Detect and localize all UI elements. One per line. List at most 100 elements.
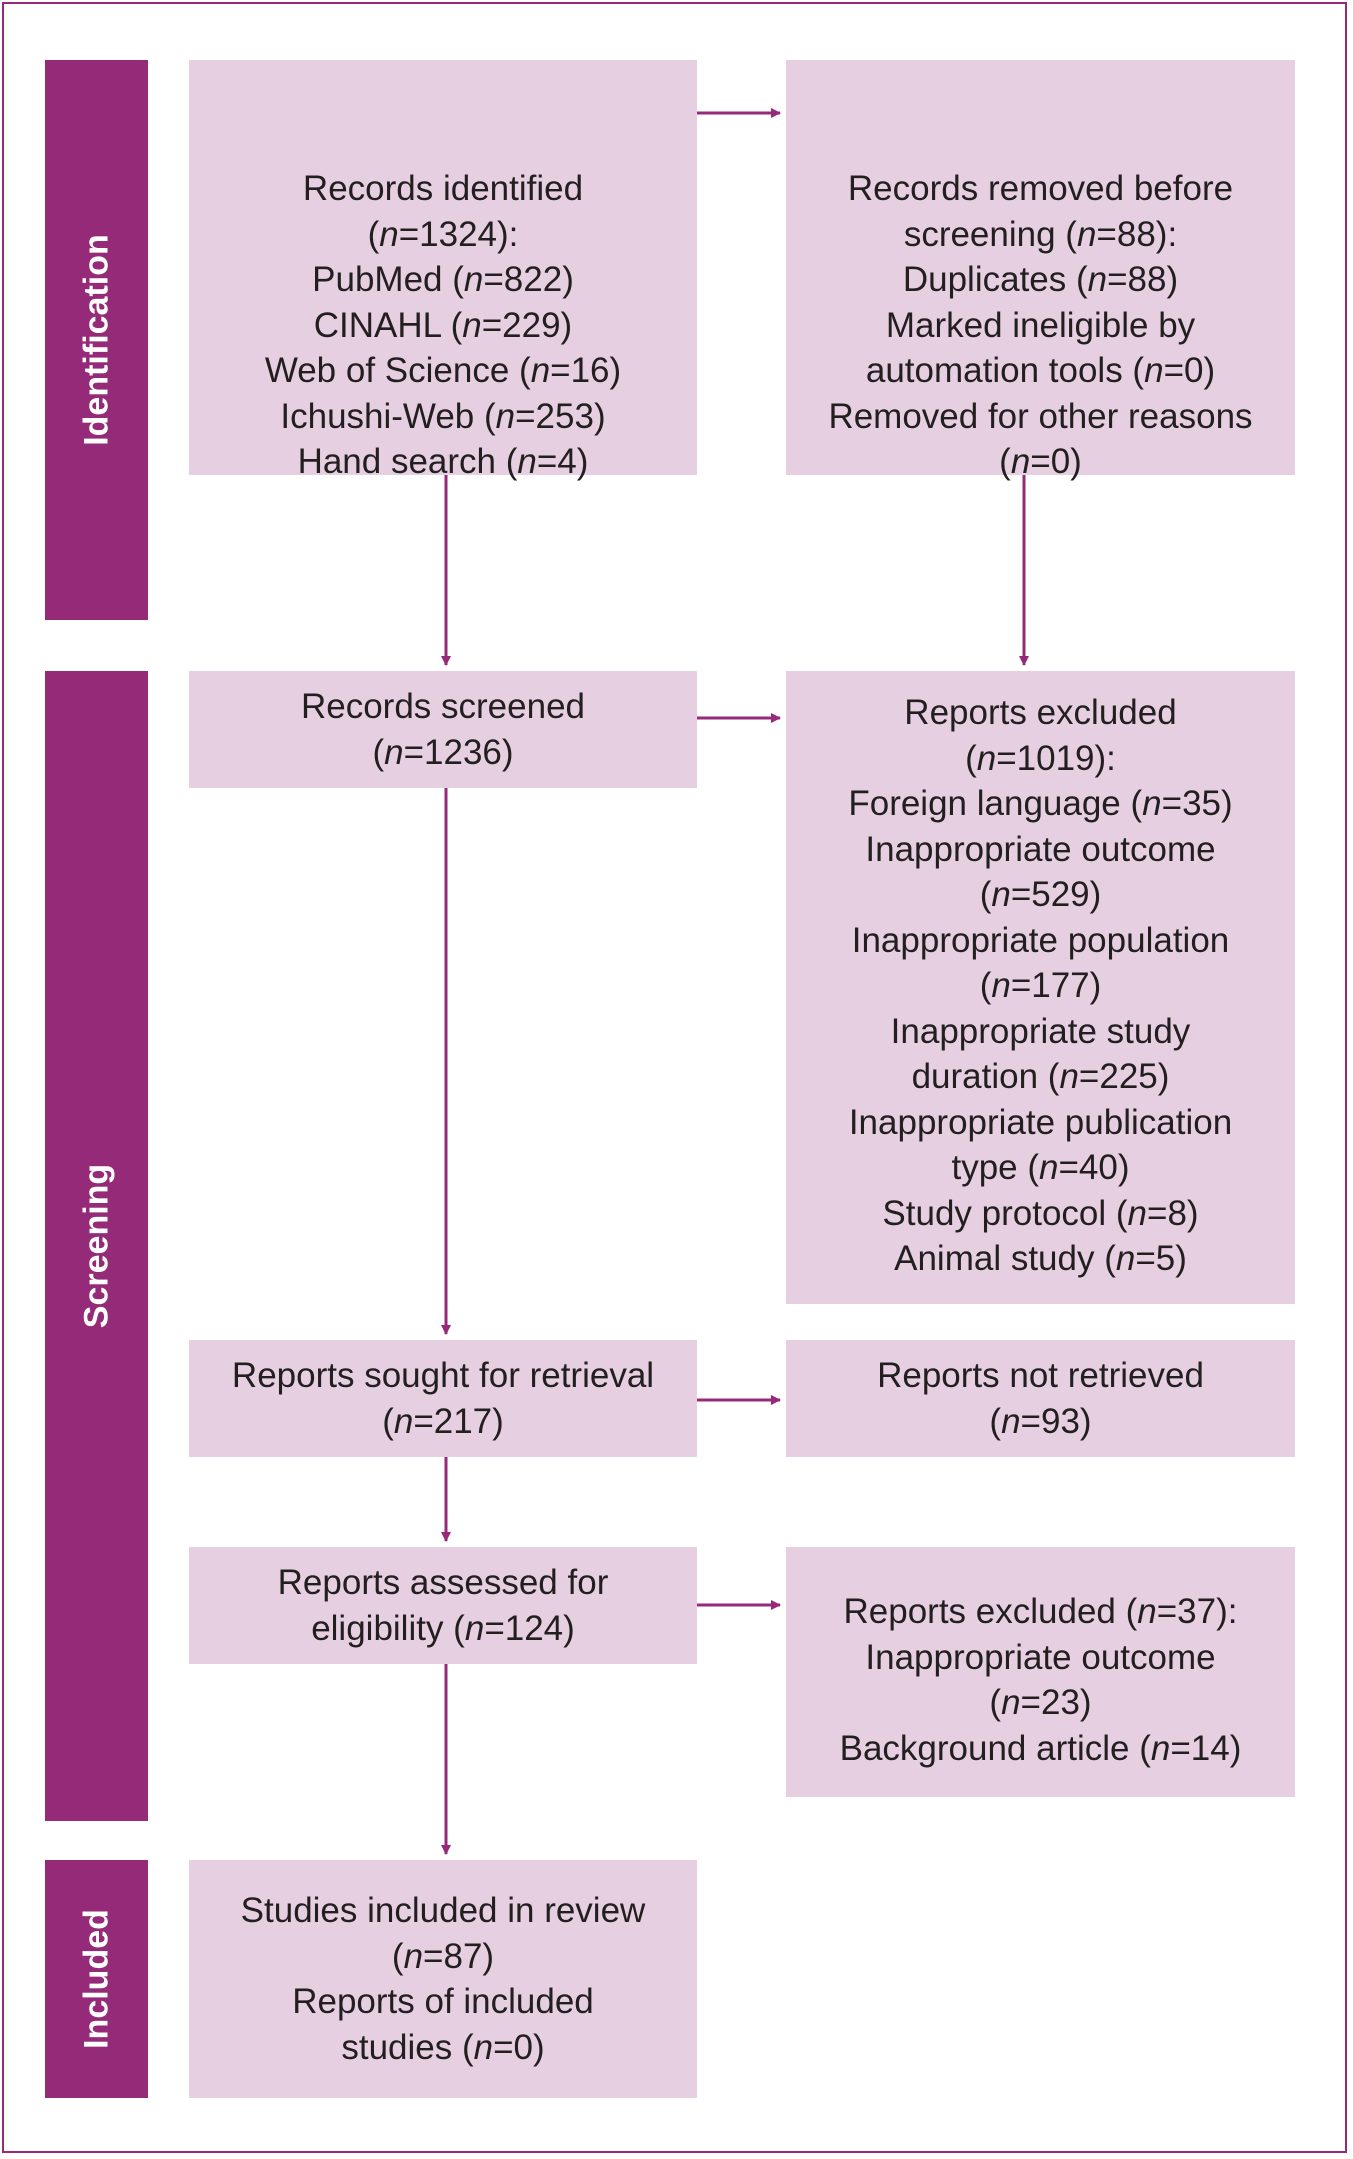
box-line: (n=0) [798, 439, 1283, 485]
stage-included: Included [45, 1860, 148, 2098]
box-text: Study protocol ( [882, 1193, 1128, 1233]
box-text: =40) [1058, 1148, 1130, 1187]
box-text: Marked ineligible by [885, 305, 1196, 345]
n-symbol: n [1127, 1193, 1148, 1233]
box-text: =124) [484, 1608, 575, 1648]
box-line: (n=1324): [201, 212, 685, 258]
box-text: =8) [1147, 1193, 1199, 1233]
n-symbol: n [463, 260, 484, 299]
box-text: Records removed before [847, 169, 1234, 208]
box-line: Records removed before [798, 166, 1283, 212]
box-text: Animal study ( [894, 1239, 1116, 1278]
box-text: =35) [1161, 784, 1233, 823]
n-symbol: n [1142, 784, 1162, 823]
box-text: =0) [1163, 351, 1216, 390]
box-line: Records screened [201, 684, 685, 730]
box-text: =23) [1020, 1683, 1092, 1722]
box-text: =37): [1156, 1592, 1238, 1631]
stage-identification: Identification [45, 60, 148, 620]
box-text: Ichushi-Web ( [280, 396, 496, 436]
box-line: Inappropriate outcome [798, 827, 1283, 873]
box-line: (n=217) [201, 1399, 685, 1445]
box-text: Inappropriate population [851, 920, 1230, 960]
box-line: (n=529) [798, 872, 1283, 918]
box-line: (n=1236) [201, 730, 685, 776]
box-text: Records screened [300, 687, 586, 726]
box-line: Removed for other reasons [798, 394, 1283, 440]
box-text: Foreign language ( [848, 784, 1143, 823]
reports-sought-box: Reports sought for retrieval (n=217) [189, 1340, 697, 1457]
n-symbol: n [1115, 1239, 1136, 1278]
box-text: =217) [413, 1401, 504, 1441]
box-line: Foreign language (n=35) [798, 781, 1283, 827]
box-text: =14) [1170, 1728, 1242, 1768]
box-text: Reports of included [292, 1982, 594, 2021]
box-line: PubMed (n=822) [201, 257, 685, 303]
box-text: ( [989, 1401, 1002, 1441]
box-line: Marked ineligible by [798, 303, 1283, 349]
box-text: =87) [423, 1936, 495, 1976]
n-symbol: n [1001, 1401, 1021, 1441]
box-text: Reports not retrieved [877, 1356, 1204, 1395]
box-text: ( [999, 442, 1011, 481]
box-line: Reports excluded (n=37): [798, 1589, 1283, 1635]
reports-assessed-box: Reports assessed for eligibility (n=124) [189, 1547, 697, 1664]
n-symbol: n [1076, 214, 1097, 254]
box-text: =1019): [996, 738, 1116, 778]
box-line: type (n=40) [798, 1145, 1283, 1191]
box-line: duration (n=225) [798, 1054, 1283, 1100]
box-text: =177) [1010, 966, 1102, 1005]
box-line: (n=93) [798, 1399, 1283, 1445]
box-text: Records identified [302, 169, 584, 208]
box-line: Study protocol (n=8) [798, 1191, 1283, 1237]
n-symbol: n [464, 1608, 485, 1648]
n-symbol: n [379, 214, 399, 254]
box-text: Reports sought for retrieval [231, 1356, 655, 1395]
box-line: Inappropriate population [798, 918, 1283, 964]
n-symbol: n [976, 738, 997, 778]
box-line: Inappropriate outcome [798, 1635, 1283, 1681]
box-text: =253) [515, 396, 606, 436]
box-line: Reports not retrieved [798, 1353, 1283, 1399]
box-text: Studies included in review [240, 1891, 646, 1930]
box-text: PubMed ( [312, 260, 464, 299]
n-symbol: n [462, 305, 482, 345]
box-text: =822) [483, 260, 574, 299]
box-text: Inappropriate publication [848, 1102, 1233, 1142]
box-text: =529) [1010, 875, 1102, 914]
box-line: Inappropriate study [798, 1009, 1283, 1055]
n-symbol: n [1001, 1683, 1021, 1722]
n-symbol: n [393, 1401, 414, 1441]
records-screened-box: Records screened (n=1236) [189, 671, 697, 788]
box-line: studies (n=0) [201, 2025, 685, 2071]
box-text: Reports assessed for [277, 1563, 609, 1602]
box-text: =93) [1020, 1401, 1092, 1441]
n-symbol: n [517, 442, 537, 481]
box-text: CINAHL ( [313, 305, 463, 345]
box-text: Inappropriate outcome [865, 829, 1216, 869]
reports-not-retrieved-box: Reports not retrieved (n=93) [786, 1340, 1295, 1457]
n-symbol: n [473, 2027, 494, 2067]
n-symbol: n [1087, 260, 1108, 299]
n-symbol: n [991, 875, 1011, 914]
n-symbol: n [403, 1936, 424, 1976]
box-text: =229) [481, 305, 573, 345]
n-symbol: n [1010, 442, 1031, 481]
box-line: eligibility (n=124) [201, 1606, 685, 1652]
records-identified-box: Records identified(n=1324):PubMed (n=822… [189, 60, 697, 481]
box-text: =1236) [403, 732, 514, 772]
box-text: Reports excluded [904, 693, 1177, 732]
n-symbol: n [1150, 1728, 1171, 1768]
box-text: ( [382, 1401, 394, 1441]
box-line: automation tools (n=0) [798, 348, 1283, 394]
box-text: ( [979, 966, 992, 1005]
box-text: duration ( [911, 1057, 1060, 1096]
box-line: screening (n=88): [798, 212, 1283, 258]
box-text: =16) [550, 351, 622, 390]
box-text: =88) [1107, 260, 1179, 299]
box-text: Inappropriate outcome [865, 1637, 1216, 1677]
box-text: Hand search ( [297, 442, 518, 481]
